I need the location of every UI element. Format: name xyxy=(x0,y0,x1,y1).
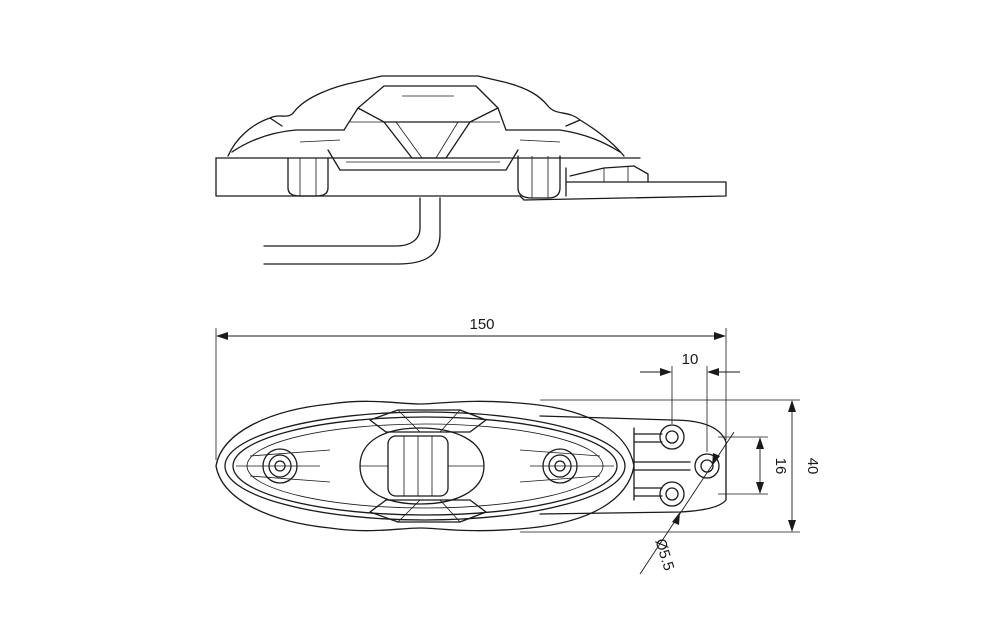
overall-width-label: 40 xyxy=(804,458,821,475)
dome-body xyxy=(227,75,625,159)
side-view xyxy=(215,75,727,265)
base-plate xyxy=(215,157,727,201)
hole-diameter-label: Ø5.5 xyxy=(651,537,677,573)
dimension-hole-diameter: Ø5.5 xyxy=(639,431,735,575)
cable xyxy=(263,197,441,265)
dimension-overall-length: 150 xyxy=(215,316,727,460)
top-view xyxy=(215,400,727,532)
dimension-hole-offset: 16 xyxy=(718,436,789,495)
screw-boss xyxy=(542,448,578,484)
hole-spacing-label: 10 xyxy=(682,351,699,368)
mounting-bracket xyxy=(539,415,727,515)
inner-channel xyxy=(327,149,519,171)
right-end-block xyxy=(517,155,561,199)
mounting-hole xyxy=(659,424,685,450)
hole-offset-label: 16 xyxy=(772,458,789,475)
center-lens xyxy=(359,427,485,505)
dimension-overall-width: 40 xyxy=(520,399,821,533)
left-end-block xyxy=(287,157,329,197)
mounting-hole xyxy=(659,481,685,507)
overall-length-label: 150 xyxy=(469,316,494,333)
screw-boss xyxy=(262,448,298,484)
dimension-hole-spacing: 10 xyxy=(640,351,740,452)
